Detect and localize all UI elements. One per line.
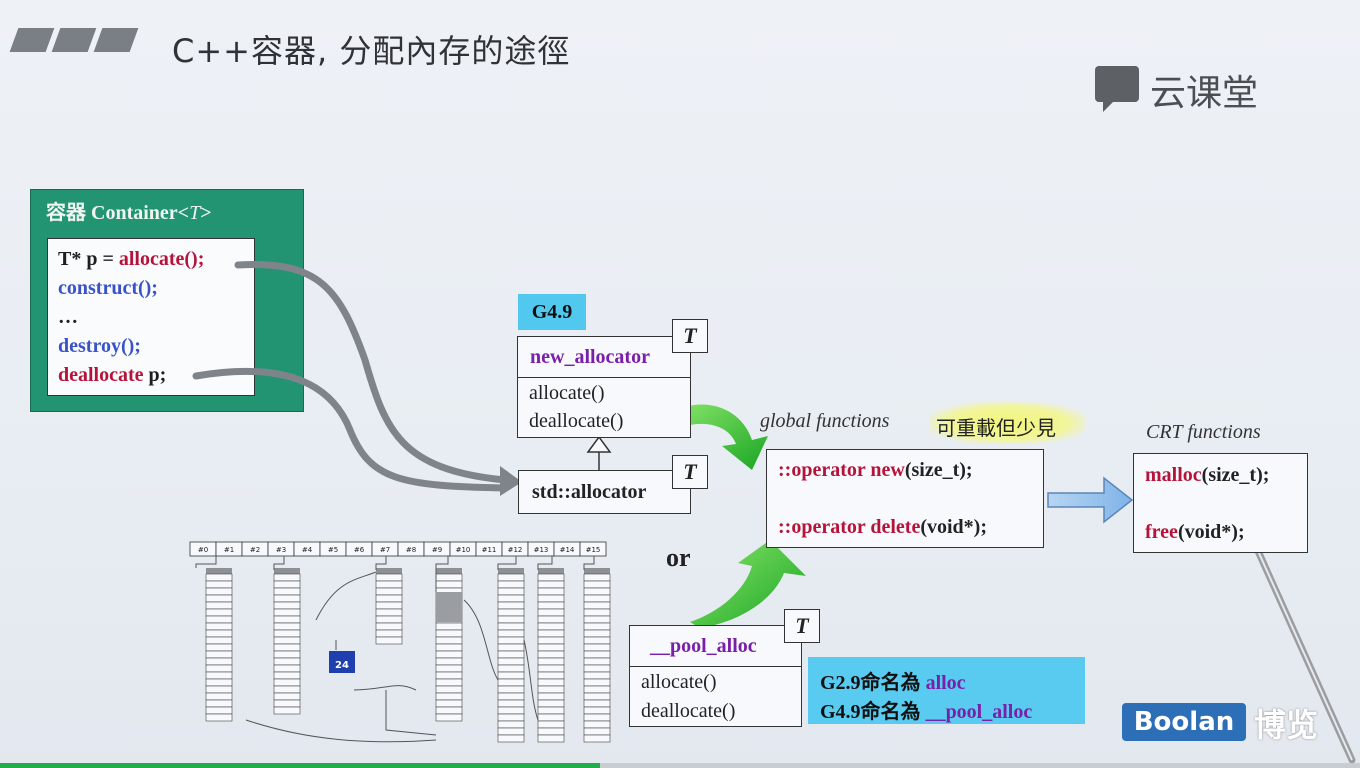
free-list-slot: #9 <box>423 541 451 557</box>
operator-new-line: ::operator new(size_t); <box>778 459 973 481</box>
svg-text:#2: #2 <box>250 546 260 554</box>
free-list-slots: #0 #1 #2 #3 #4 #5 #6 #7 #8 #9 #10 #11 #12 #13 #14 #15 <box>189 541 611 743</box>
memory-chunk-column <box>273 568 301 715</box>
code-line-ellipsis: … <box>58 306 78 328</box>
naming-note-line: G2.9命名為 alloc <box>820 672 966 694</box>
highlight-marker <box>930 402 1085 444</box>
svg-text:#12: #12 <box>508 546 523 554</box>
malloc-line: malloc(size_t); <box>1145 464 1270 486</box>
free-list-slot: #4 <box>293 541 321 557</box>
free-list-slot: #12 <box>501 541 529 557</box>
pool-free-list-diagram: #0 #1 #2 #3 #4 #5 #6 #7 #8 #9 #10 #11 #12 #13 #14 #15 2… <box>189 541 611 743</box>
pool-badge: 24 <box>335 660 349 671</box>
free-list-slot: #1 <box>215 541 243 557</box>
video-progress-track[interactable] <box>600 763 1360 768</box>
crt-functions-box <box>1133 453 1308 553</box>
free-list-slot: #13 <box>527 541 555 557</box>
brand-logo-cn: 博览 <box>1254 706 1319 744</box>
operator-delete-line: ::operator delete(void*); <box>778 516 988 538</box>
svg-text:#0: #0 <box>198 546 208 554</box>
pool-alloc-name: __pool_alloc <box>650 635 757 657</box>
svg-text:#10: #10 <box>456 546 471 554</box>
free-list-slot: #7 <box>371 541 399 557</box>
code-line-construct: construct(); <box>58 277 158 299</box>
svg-text:#6: #6 <box>354 546 365 554</box>
slide-title: C++容器, 分配內存的途徑 <box>172 32 571 70</box>
free-list-slot: #5 <box>319 541 347 557</box>
free-list-slot: #2 <box>241 541 269 557</box>
uml-divider <box>629 666 801 667</box>
pool-badge-box <box>329 651 355 673</box>
free-list-slot: #15 <box>579 541 607 557</box>
svg-text:#13: #13 <box>534 546 549 554</box>
svg-text:#11: #11 <box>482 546 497 554</box>
uml-divider <box>517 377 690 378</box>
container-label: 容器 Container<T> <box>46 202 212 224</box>
green-arrow-lower <box>690 540 806 628</box>
free-list-slot: #14 <box>553 541 581 557</box>
deallocate-connector <box>192 367 509 492</box>
code-line-deallocate: deallocate p; <box>58 364 167 386</box>
video-progress-bar[interactable] <box>0 763 600 768</box>
memory-chunk-column <box>497 568 525 743</box>
allocated-chunk <box>436 592 462 622</box>
free-list-slot: #11 <box>475 541 503 557</box>
code-line-allocate: T* p = allocate(); <box>58 248 205 270</box>
method-deallocate: deallocate() <box>529 410 624 432</box>
template-param: T <box>784 609 820 643</box>
memory-chunk-column <box>375 568 403 645</box>
green-arrow-upper <box>668 404 768 470</box>
cloud-class-logo-icon <box>1095 66 1139 112</box>
global-functions-box <box>766 449 1044 548</box>
svg-text:#8: #8 <box>406 546 416 554</box>
svg-text:#14: #14 <box>560 546 575 554</box>
method-deallocate: deallocate() <box>641 700 736 722</box>
std-allocator-class <box>518 470 691 514</box>
svg-text:#5: #5 <box>328 546 338 554</box>
new-allocator-name: new_allocator <box>530 346 650 368</box>
code-line-destroy: destroy(); <box>58 335 141 357</box>
svg-text:#1: #1 <box>224 546 234 554</box>
free-list-slot: #10 <box>449 541 477 557</box>
watermark-text: 云课堂 <box>1150 73 1259 114</box>
or-label: or <box>666 543 691 572</box>
crt-functions-label: CRT functions <box>1146 421 1261 443</box>
svg-text:#3: #3 <box>276 546 286 554</box>
memory-chunk-column <box>583 568 611 743</box>
svg-text:#15: #15 <box>586 546 601 554</box>
std-allocator-name: std::allocator <box>532 481 647 503</box>
template-param: T <box>672 319 708 353</box>
free-list-slot: #6 <box>345 541 373 557</box>
svg-text:#9: #9 <box>432 546 442 554</box>
free-list-slot: #0 <box>189 541 217 557</box>
allocate-connector <box>234 260 509 484</box>
global-functions-label: global functions <box>760 410 890 432</box>
memory-chunk-column <box>435 568 463 722</box>
blue-arrow <box>1047 476 1134 524</box>
memory-chunk-column <box>537 568 565 743</box>
template-param: T <box>672 455 708 489</box>
g49-badge: G4.9 <box>518 294 586 330</box>
method-allocate: allocate() <box>641 671 717 693</box>
free-list-slot: #8 <box>397 541 425 557</box>
free-list-slot: #3 <box>267 541 295 557</box>
free-line: free(void*); <box>1145 521 1245 543</box>
memory-chunk-column <box>205 568 233 722</box>
naming-note-box <box>808 657 1085 724</box>
pool-alloc-class <box>629 625 802 727</box>
brand-logo: Boolan <box>1122 703 1246 741</box>
svg-text:#7: #7 <box>380 546 390 554</box>
naming-note-line: G4.9命名為 __pool_alloc <box>820 701 1033 723</box>
overload-note: 可重載但少見 <box>936 416 1056 440</box>
method-allocate: allocate() <box>529 382 605 404</box>
new-allocator-class <box>517 336 691 438</box>
svg-text:#4: #4 <box>302 546 313 554</box>
